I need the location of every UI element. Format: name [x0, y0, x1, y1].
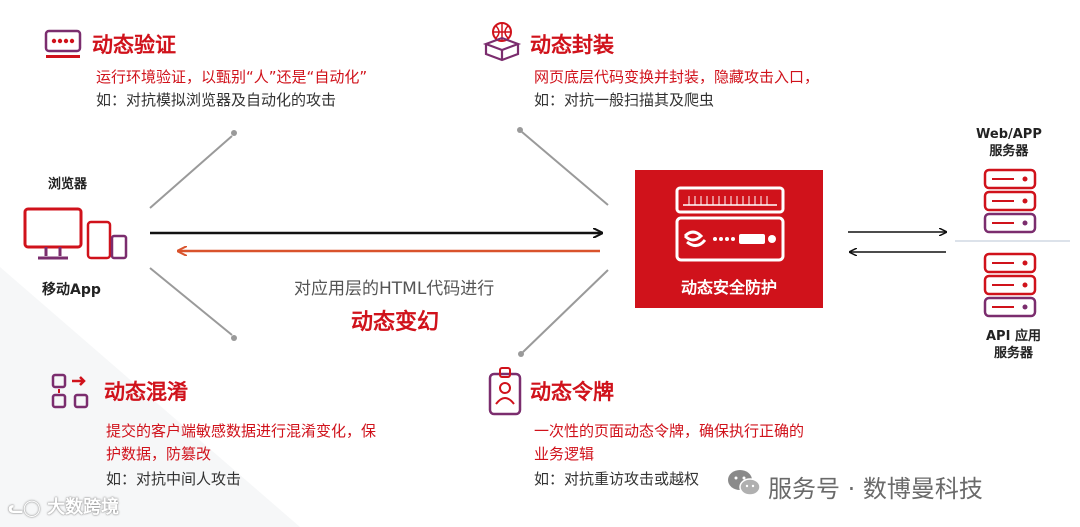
feature-obfus-desc-main-1: 提交的客户端敏感数据进行混淆变化，保	[106, 422, 377, 440]
connector-token	[522, 269, 609, 353]
feature-verify-title: 动态验证	[92, 33, 176, 57]
web-server-label: Web/APP 服务器	[976, 126, 1042, 160]
connector-lines	[149, 127, 609, 357]
mobile-app-label: 移动App	[42, 282, 101, 298]
feature-encap-desc: 网页底层代码变换并封装，隐藏攻击入口， 如：对抗一般扫描其及爬虫	[534, 66, 819, 112]
shuffle-icon	[51, 373, 89, 409]
feature-token-desc-main-1: 一次性的页面动态令牌，确保执行正确的	[534, 422, 805, 440]
api-server-label: API 应用 服务器	[986, 328, 1041, 362]
package-icon	[482, 22, 522, 62]
browser-label: 浏览器	[48, 177, 88, 192]
feature-encap-desc-main: 网页底层代码变换并封装，隐藏攻击入口，	[534, 68, 820, 86]
wechat-watermark: 服务号 · 数博曼科技	[768, 475, 983, 503]
keypad-icon	[44, 29, 82, 58]
feature-token-title: 动态令牌	[530, 380, 614, 404]
security-appliance-icon	[675, 186, 785, 262]
logo-watermark-text: 大数跨境	[47, 497, 120, 518]
wechat-icon	[728, 470, 761, 496]
web-server-label-line1: Web/APP	[976, 127, 1042, 142]
gateway-label: 动态安全防护	[680, 278, 777, 297]
middle-title: 动态变幻	[351, 310, 440, 335]
gateway-box: 动态安全防护	[635, 170, 823, 308]
connector-obfus	[149, 267, 233, 336]
feature-token-desc-main-2: 业务逻辑	[534, 445, 595, 463]
feature-encap-title: 动态封装	[530, 33, 614, 57]
feature-obfus-desc-main-2: 护数据，防篡改	[106, 445, 212, 463]
connector-verify	[149, 135, 233, 209]
feature-obfus-desc-example: 如：对抗中间人攻击	[106, 470, 242, 488]
feature-obfus-title: 动态混淆	[104, 380, 188, 404]
api-server-label-line1: API 应用	[986, 329, 1041, 344]
logo-watermark: ᓚ◯ 大数跨境	[8, 493, 119, 519]
devices-icon	[23, 207, 128, 260]
feature-verify-desc-main: 运行环境验证，以甄别“人”还是“自动化”	[96, 68, 368, 86]
connector-encap	[521, 131, 609, 206]
badge-icon	[488, 367, 522, 416]
web-server-icon	[983, 168, 1037, 234]
logo-mark-icon: ᓚ◯	[8, 498, 41, 517]
api-server-icon	[983, 252, 1037, 318]
feature-obfus-desc: 提交的客户端敏感数据进行混淆变化，保 护数据，防篡改 如：对抗中间人攻击	[106, 420, 376, 491]
api-server-label-line2: 服务器	[993, 346, 1033, 361]
background-shape	[0, 267, 300, 527]
middle-description: 对应用层的HTML代码进行	[294, 279, 495, 299]
feature-token-desc-example: 如：对抗重访攻击或越权	[534, 470, 700, 488]
feature-token-desc: 一次性的页面动态令牌，确保执行正确的 业务逻辑 如：对抗重访攻击或越权	[534, 420, 804, 491]
feature-verify-desc: 运行环境验证，以甄别“人”还是“自动化” 如：对抗模拟浏览器及自动化的攻击	[96, 66, 367, 112]
feature-encap-desc-example: 如：对抗一般扫描其及爬虫	[534, 91, 715, 109]
feature-verify-desc-example: 如：对抗模拟浏览器及自动化的攻击	[96, 91, 337, 109]
web-server-label-line2: 服务器	[989, 144, 1029, 159]
